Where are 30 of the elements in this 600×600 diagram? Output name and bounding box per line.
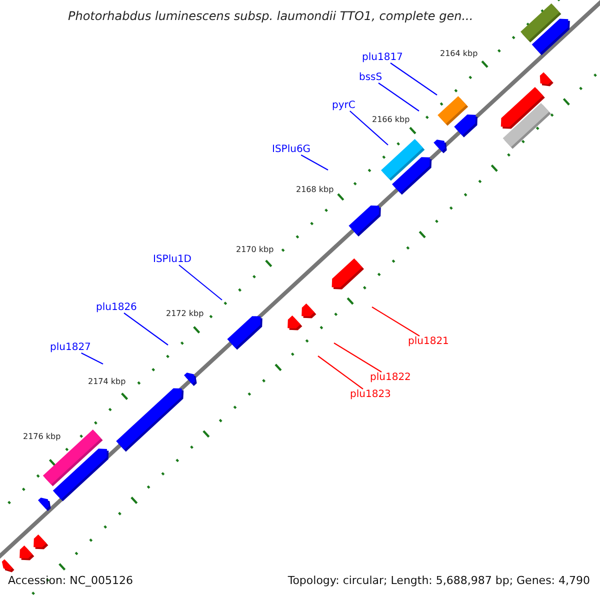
leader-line	[350, 110, 388, 146]
tick-label: 2174 kbp	[88, 378, 126, 387]
gene-name-label: plu1827	[50, 342, 91, 353]
gene-name-label: plu1817	[362, 52, 403, 63]
leader-line	[378, 82, 420, 112]
footer-text: Topology: circular; Length: 5,688,987 bp; Genes: 4,790	[288, 575, 590, 588]
tick-label: 2172 kbp	[166, 310, 204, 319]
tick-label: 2170 kbp	[236, 246, 274, 255]
leader-line	[372, 306, 420, 336]
gene-name-label: pyrC	[332, 100, 356, 111]
tick-label: 2176 kbp	[23, 433, 61, 442]
gene-name-label: plu1821	[408, 336, 449, 347]
gene-name-label: plu1826	[96, 302, 137, 313]
leader-line	[390, 62, 438, 96]
gene-name-label: plu1823	[350, 389, 391, 400]
gene-name-label: bssS	[359, 72, 382, 83]
leader-line	[334, 342, 382, 372]
tick-label: 2164 kbp	[440, 50, 478, 59]
gene-name-label: plu1822	[370, 372, 411, 383]
footer-text: Accession: NC_005126	[8, 575, 134, 588]
leader-line	[178, 264, 222, 300]
leader-line	[300, 154, 328, 170]
gene-name-label: ISPlu1D	[153, 254, 192, 265]
tick-label: 2168 kbp	[296, 186, 334, 195]
leader-line	[81, 352, 104, 364]
leader-line	[124, 312, 168, 346]
leader-line	[318, 356, 364, 390]
tick-label: 2166 kbp	[372, 116, 410, 125]
gene-name-label: ISPlu6G	[272, 144, 311, 155]
title-text: Photorhabdus luminescens subsp. laumondii TTO1, complete gen...	[68, 10, 474, 24]
